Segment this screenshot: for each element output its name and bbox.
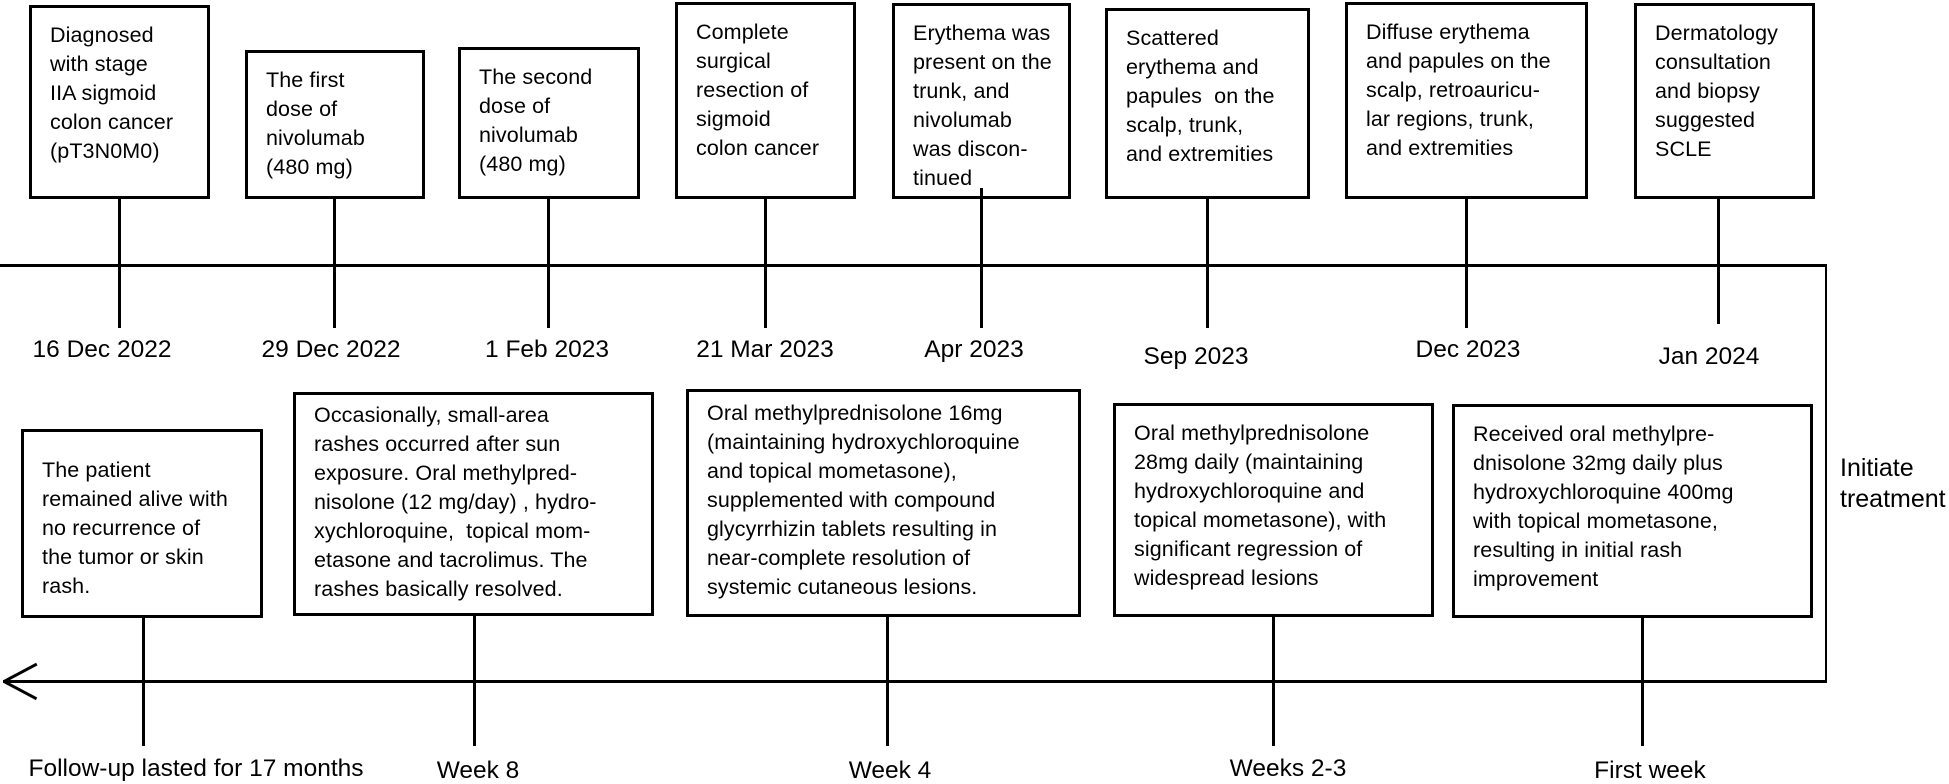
bottom-event-box-firstweek: Received oral methylpre- dnisolone 32mg …	[1452, 404, 1813, 618]
date-label-5: Apr 2023	[924, 336, 1024, 363]
top-tick-3	[547, 197, 550, 328]
right-connector-line	[1824, 264, 1827, 682]
top-tick-5	[980, 188, 983, 328]
date-label-4: 21 Mar 2023	[696, 336, 834, 363]
bottom-event-box-weeks2-3: Oral methylprednisolone 28mg daily (main…	[1113, 403, 1434, 617]
top-tick-4	[764, 197, 767, 328]
top-tick-1	[118, 197, 121, 328]
bottom-event-box-week4: Oral methylprednisolone 16mg (maintainin…	[686, 389, 1081, 617]
bottom-label-firstweek: First week	[1594, 757, 1706, 784]
bottom-event-box-followup: The patient remained alive with no recur…	[21, 429, 263, 618]
top-event-box-second-dose: The second dose of nivolumab (480 mg)	[458, 47, 640, 199]
date-label-8: Jan 2024	[1658, 343, 1760, 370]
bottom-label-weeks2-3: Weeks 2-3	[1229, 755, 1347, 782]
top-tick-6	[1206, 197, 1209, 328]
top-tick-8	[1717, 197, 1720, 324]
top-tick-7	[1465, 197, 1468, 328]
top-event-box-dermatology: Dermatology consultation and biopsy sugg…	[1634, 3, 1815, 199]
bottom-label-week4: Week 4	[848, 757, 932, 784]
bottom-timeline-line	[3, 680, 1827, 683]
left-arrowhead-icon	[3, 680, 38, 700]
top-event-box-erythema-trunk: Erythema was present on the trunk, and n…	[892, 3, 1071, 199]
top-event-box-resection: Complete surgical resection of sigmoid c…	[675, 2, 856, 199]
top-tick-2	[333, 197, 336, 328]
date-label-1: 16 Dec 2022	[32, 336, 172, 363]
top-event-box-first-dose: The first dose of nivolumab (480 mg)	[245, 50, 425, 199]
bottom-label-week8: Week 8	[436, 757, 520, 784]
top-timeline-line	[0, 264, 1827, 267]
top-event-box-diffuse-erythema: Diffuse erythema and papules on the scal…	[1345, 2, 1588, 199]
date-label-6: Sep 2023	[1143, 343, 1249, 370]
bottom-event-box-week8: Occasionally, small-area rashes occurred…	[293, 392, 654, 616]
initiate-treatment-label: Initiate treatment	[1840, 454, 1946, 513]
bottom-label-followup: Follow-up lasted for 17 months	[28, 755, 364, 782]
top-event-box-diagnosis: Diagnosed with stage IIA sigmoid colon c…	[29, 5, 210, 199]
date-label-3: 1 Feb 2023	[485, 336, 609, 363]
date-label-7: Dec 2023	[1415, 336, 1521, 363]
top-event-box-scattered-erythema: Scattered erythema and papules on the sc…	[1105, 8, 1310, 199]
date-label-2: 29 Dec 2022	[261, 336, 401, 363]
